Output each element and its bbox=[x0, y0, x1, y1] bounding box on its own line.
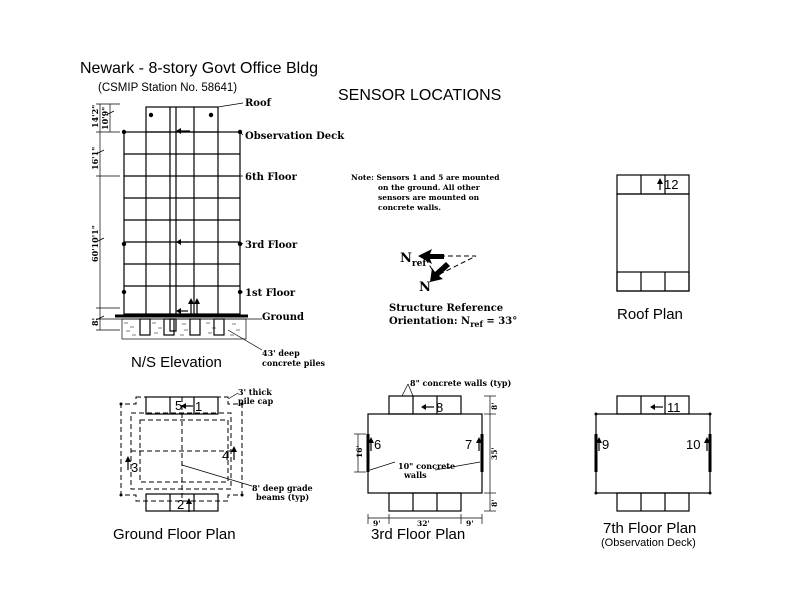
ground-floor-plan: 5 1 3 4 2 3' thick pile cap 8' deep grad… bbox=[113, 387, 313, 543]
level-6th-floor: 6th Floor bbox=[245, 172, 298, 183]
dim-10-9: 10'9" bbox=[100, 107, 110, 130]
seventh-floor-plan: 11 9 10 7th Floor Plan (Observation Deck… bbox=[594, 395, 712, 549]
sensor-3: 3 bbox=[131, 460, 138, 475]
sensor-11: 11 bbox=[667, 400, 681, 415]
roof-plan-caption: Roof Plan bbox=[617, 306, 683, 323]
dim-14-2: 14'2" bbox=[90, 105, 100, 128]
svg-text:Orientation: Nref = 33°: Orientation: Nref = 33° bbox=[389, 316, 517, 329]
note-line1: Note: Sensors 1 and 5 are mounted bbox=[351, 173, 500, 182]
piles-note-line1: 43' deep bbox=[262, 348, 300, 358]
walls-10in-note-line1: 10" concrete bbox=[398, 461, 455, 471]
dim-60-10-1: 60'10'1" bbox=[90, 225, 100, 262]
walls-10in-note-line2: walls bbox=[403, 470, 427, 480]
roof-plan: 12 Roof Plan bbox=[616, 174, 690, 323]
dim-8-ft: 8' bbox=[90, 318, 100, 326]
sensor-locations-heading: SENSOR LOCATIONS bbox=[338, 87, 501, 104]
level-roof: Roof bbox=[245, 98, 272, 109]
dim-32: 32' bbox=[417, 519, 430, 528]
seventh-plan-subcaption: (Observation Deck) bbox=[601, 537, 696, 549]
station-subtitle: (CSMIP Station No. 58641) bbox=[98, 82, 237, 94]
level-1st-floor: 1st Floor bbox=[245, 288, 296, 299]
dim-bottom-8: 8' bbox=[490, 499, 499, 507]
sensor-9: 9 bbox=[602, 437, 609, 452]
sensor-4: 4 bbox=[222, 448, 229, 463]
sensor-5: 5 bbox=[175, 398, 182, 413]
sensor-2: 2 bbox=[177, 497, 184, 512]
pile-cap-note-line1: 3' thick bbox=[238, 387, 272, 397]
seventh-plan-caption: 7th Floor Plan bbox=[603, 520, 696, 537]
dim-16-1: 16'1" bbox=[90, 147, 100, 170]
orientation-diagram: Nref N Structure Reference Orientation: … bbox=[389, 249, 517, 329]
sensor-1: 1 bbox=[195, 399, 202, 414]
dim-right-35: 35' bbox=[490, 447, 499, 460]
sensor-6: 6 bbox=[374, 437, 381, 452]
level-ground: Ground bbox=[262, 312, 304, 323]
svg-text:Nref: Nref bbox=[400, 251, 427, 269]
ground-plan-caption: Ground Floor Plan bbox=[113, 526, 236, 543]
orientation-line1: Structure Reference bbox=[389, 303, 503, 314]
level-observation-deck: Observation Deck bbox=[245, 131, 345, 142]
beams-note-line1: 8' deep grade bbox=[252, 483, 313, 493]
elevation-caption: N/S Elevation bbox=[131, 354, 222, 371]
orientation-line2-sub: ref bbox=[470, 319, 483, 329]
north-label: N bbox=[419, 280, 431, 295]
dim-top-8: 8' bbox=[490, 402, 499, 410]
dim-9-right: 9' bbox=[466, 519, 474, 528]
orientation-line2-prefix: Orientation: N bbox=[389, 316, 470, 327]
building-title: Newark - 8-story Govt Office Bldg bbox=[80, 60, 318, 77]
note-line3: sensors are mounted on bbox=[378, 193, 480, 202]
third-floor-plan: 8 6 7 8" concrete walls (typ) 10" concre… bbox=[354, 378, 511, 543]
walls-8in-note: 8" concrete walls (typ) bbox=[410, 378, 511, 388]
dim-left-16: 16' bbox=[355, 445, 364, 458]
piles-note-line2: concrete piles bbox=[262, 358, 326, 368]
ns-elevation: 14'2" 10'9" 16'1" 60'10'1" 8' Roof Obser… bbox=[90, 98, 345, 371]
note-line2: on the ground. All other bbox=[378, 183, 481, 192]
third-plan-caption: 3rd Floor Plan bbox=[371, 526, 465, 543]
sensor-8: 8 bbox=[436, 400, 443, 415]
pile-cap-note-line2: pile cap bbox=[238, 396, 274, 406]
sensor-10: 10 bbox=[686, 437, 700, 452]
sensor-7: 7 bbox=[465, 437, 472, 452]
level-3rd-floor: 3rd Floor bbox=[245, 240, 298, 251]
orientation-line2-suffix: = 33° bbox=[483, 316, 517, 327]
sensor-12: 12 bbox=[664, 177, 678, 192]
note-line4: concrete walls. bbox=[378, 203, 441, 212]
beams-note-line2: beams (typ) bbox=[256, 492, 309, 502]
dim-9-left: 9' bbox=[373, 519, 381, 528]
sensor-note: Note: Sensors 1 and 5 are mounted on the… bbox=[351, 173, 500, 212]
nref-sub: ref bbox=[412, 259, 427, 269]
nref-letter: N bbox=[400, 251, 412, 266]
